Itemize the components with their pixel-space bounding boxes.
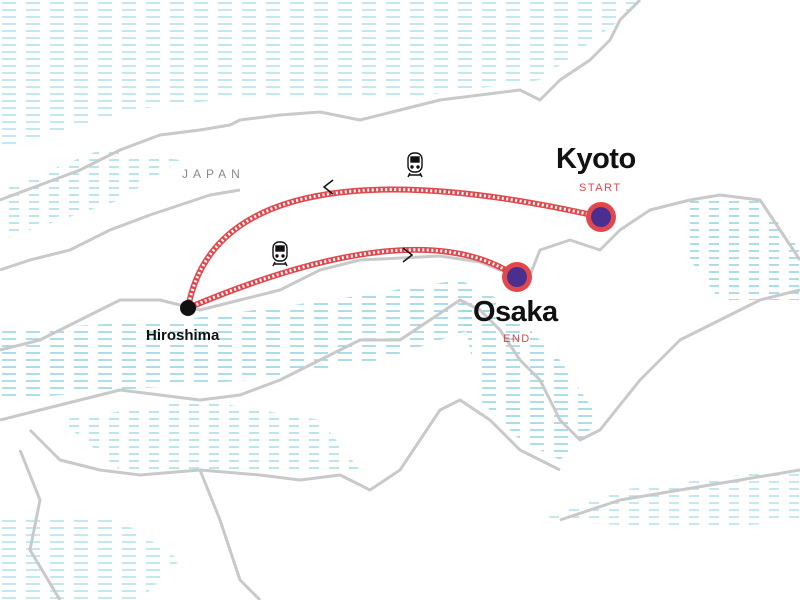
hiroshima-marker[interactable] bbox=[180, 300, 196, 316]
train-icon bbox=[272, 241, 288, 267]
kyoto-marker[interactable] bbox=[586, 202, 616, 232]
osaka-marker[interactable] bbox=[502, 262, 532, 292]
routes bbox=[185, 179, 602, 311]
end-tag: END bbox=[503, 333, 531, 345]
train-icon bbox=[407, 152, 423, 178]
city-label-hiroshima: Hiroshima bbox=[146, 327, 220, 344]
city-label-kyoto: Kyoto bbox=[556, 143, 636, 175]
city-label-osaka: Osaka bbox=[473, 296, 558, 328]
direction-arrow-icon bbox=[402, 247, 414, 263]
direction-arrow-icon bbox=[322, 179, 334, 195]
start-tag: START bbox=[579, 182, 622, 194]
country-label: JAPAN bbox=[182, 167, 245, 181]
